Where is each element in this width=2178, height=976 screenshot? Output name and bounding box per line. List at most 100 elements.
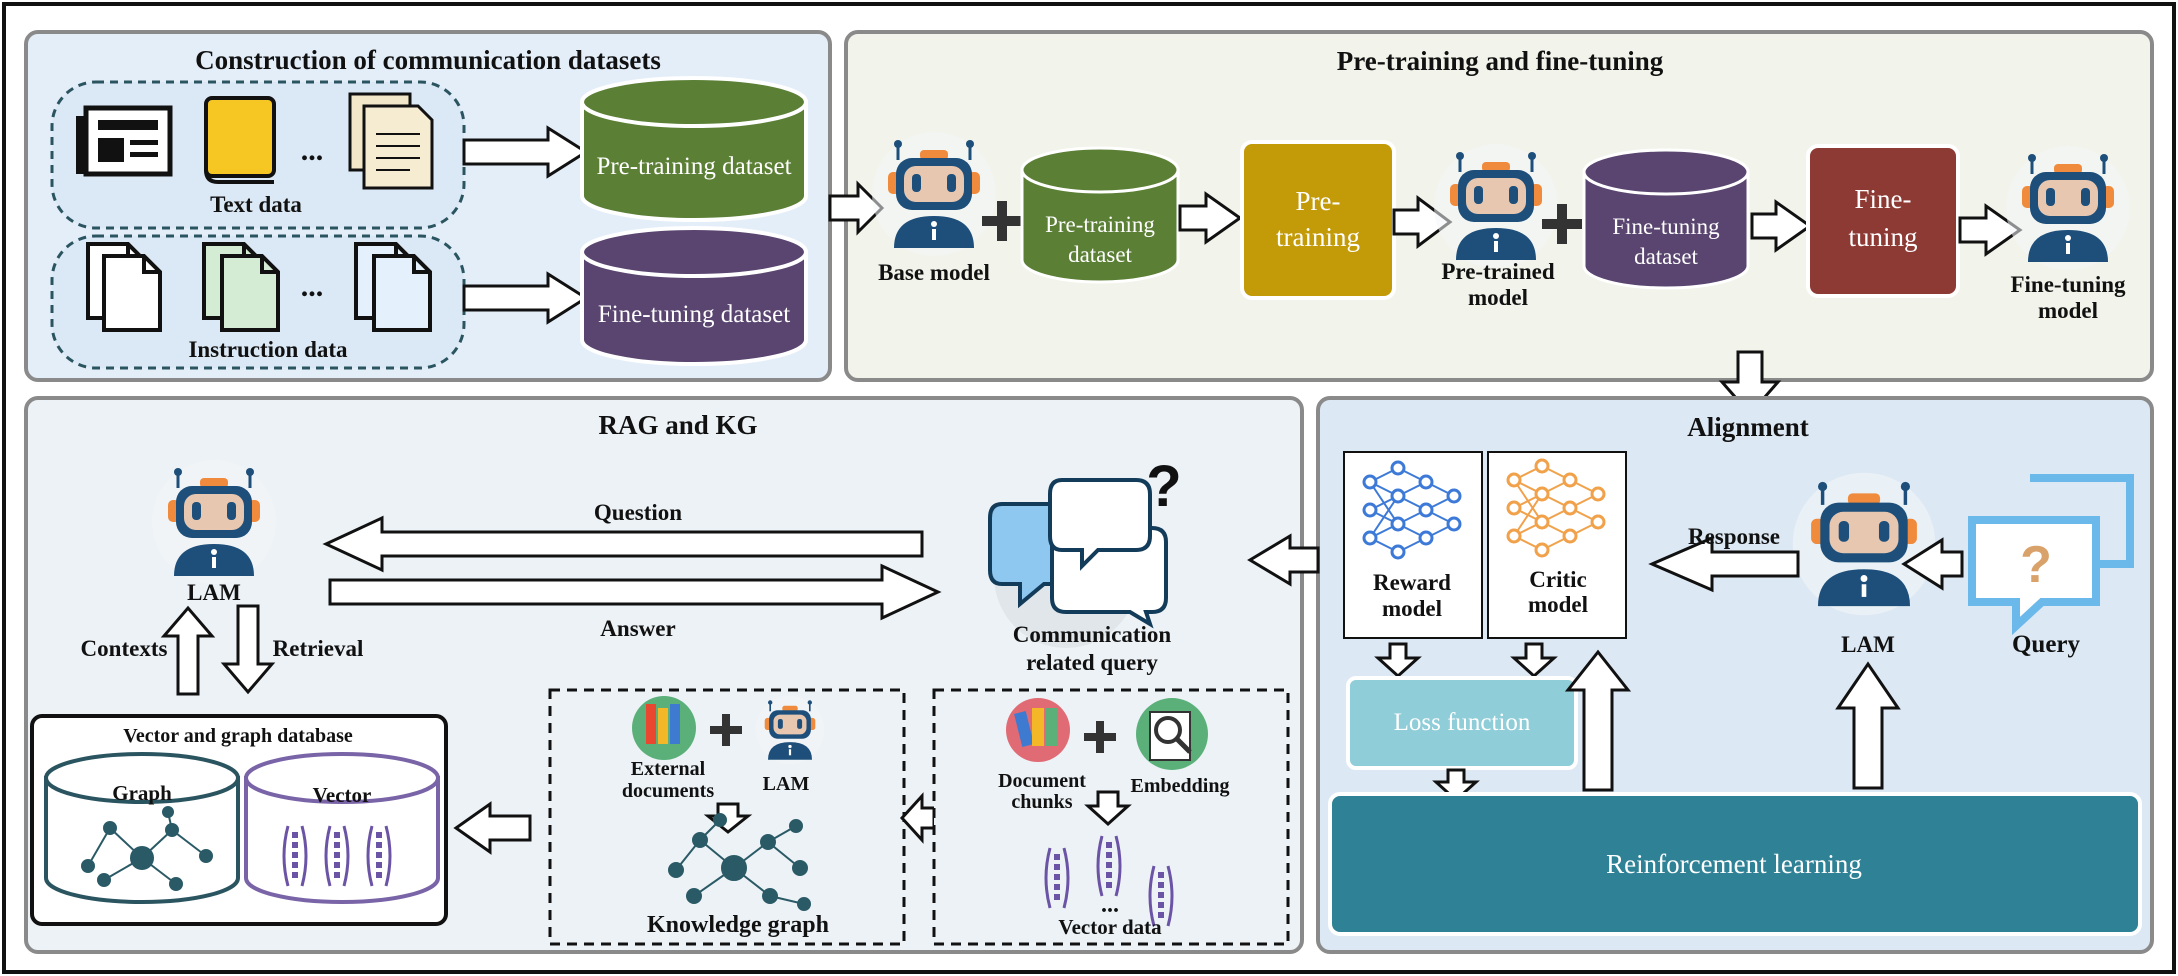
arrow-rl-to-critic [1564,649,1632,792]
answer-arrow [328,563,942,621]
book-icon [204,96,276,184]
graph-network-icon [81,806,213,891]
pretraining-box [1240,140,1396,300]
text-data-label: Text data [210,192,302,217]
finetuning-box-label-2: tuning [1848,222,1917,252]
finetuning-dataset-label: Fine-tuning dataset [598,301,790,328]
finetuning-dataset-cylinder: Fine-tuning dataset [580,226,808,366]
external-documents-label-2: documents [622,780,714,802]
arrow-reward-to-loss [1374,642,1422,679]
arrow-to-database [453,801,532,855]
response-arrow [1648,535,1800,593]
alignment-title: Alignment [1687,412,1809,442]
svg-text:?: ? [1146,454,1181,519]
communication-query-label-2: related query [1026,650,1158,675]
finetuned-model-robot-icon [2004,144,2132,272]
text-document-icon [348,92,434,190]
finetuned-model-label-2: model [2038,298,2098,323]
instruction-ellipsis: ... [301,270,324,303]
embedding-icon [1136,698,1208,770]
chat-bubbles-icon: ? [988,454,1182,648]
svg-text:?: ? [2020,536,2052,594]
rag-lam-robot-icon [150,458,278,586]
construction-title: Construction of communication datasets [195,45,661,75]
arrow-to-finetuning-dataset [462,271,589,325]
external-documents-icon [632,696,696,760]
finetuning-box [1806,144,1960,298]
pretraining-dataset-label-2a: Pre-training [1045,212,1155,237]
finetuning-box-label-1: Fine- [1855,184,1912,214]
vector-data-label: Vector data [1058,915,1162,939]
document-chunks-label-2: chunks [1011,791,1072,813]
newspaper-icon [76,105,173,177]
answer-label: Answer [600,616,675,641]
pretrained-model-label-1: Pre-trained [1441,259,1554,284]
base-model-label: Base model [878,260,990,285]
arrow-to-pretraining-dataset [462,125,589,179]
pretraining-dataset-cylinder-2: Pre-training dataset [1020,146,1180,284]
arrow-into-pretraining [828,180,885,236]
finetuning-dataset-label-2a: Fine-tuning [1612,214,1720,239]
communication-query-label-1: Communication [1013,622,1172,647]
query-bubble-icon: ? [1968,474,2134,636]
reward-model-label-2: model [1382,596,1442,621]
base-model-robot-icon [870,130,998,258]
rag-lam-label: LAM [187,580,241,605]
pretraining-title: Pre-training and fine-tuning [1337,46,1664,76]
arrow-to-vector-data [1084,790,1132,827]
critic-model-label-1: Critic [1529,567,1586,592]
external-documents-label-1: External [631,758,706,780]
pretrained-model-label-2: model [1468,285,1528,310]
reward-model-label-1: Reward [1373,570,1451,595]
alignment-lam-label: LAM [1841,632,1895,657]
database-title: Vector and graph database [123,725,353,747]
vector-cylinder: Vector [244,752,440,904]
kg-lam-label: LAM [763,773,810,795]
document-chunks-icon [1006,698,1070,762]
rag-title: RAG and KG [598,410,757,440]
arrow-alignment-to-rag [1247,533,1320,587]
vector-data-ellipsis: ... [1101,892,1119,918]
pretrained-model-robot-icon [1432,142,1560,270]
graph-cylinder: Graph [44,752,240,904]
arrow-to-finetuned-model [1958,203,2023,257]
critic-model-label-2: model [1528,592,1588,617]
arrow-vector-to-kg [899,792,936,844]
knowledge-graph-icon [668,813,811,911]
kg-lam-robot-icon [755,695,825,765]
plus-icon-4 [1084,721,1116,753]
loss-function-box [1346,676,1578,770]
pretraining-dataset-label: Pre-training dataset [596,153,791,180]
pretraining-box-label-1: Pre- [1296,186,1341,216]
contexts-label: Contexts [81,636,168,661]
retrieval-label: Retrieval [273,636,364,661]
arrow-to-pretrained-model [1392,195,1453,249]
arrow-to-pretraining-box [1178,191,1243,245]
document-chunks-label-1: Document [998,770,1086,792]
arrow-critic-to-loss [1510,642,1558,679]
response-label: Response [1688,524,1780,549]
knowledge-graph-label: Knowledge graph [647,912,829,938]
reinforcement-learning-label: Reinforcement learning [1606,849,1862,879]
question-label: Question [594,500,682,525]
finetuning-dataset-label-2b: dataset [1634,244,1698,269]
vector-label: Vector [313,783,372,807]
question-arrow [322,515,924,573]
finetuning-dataset-cylinder-2: Fine-tuning dataset [1582,148,1750,290]
graph-label: Graph [112,781,172,805]
pretraining-dataset-cylinder: Pre-training dataset [580,76,808,222]
plus-icon-3 [710,714,742,746]
retrieval-arrow [220,604,276,695]
pretraining-box-label-2: training [1276,222,1360,252]
arrow-to-finetuning-box [1750,199,1813,253]
plus-icon-2 [1542,204,1582,244]
reinforcement-learning-box [1328,792,2142,936]
embedding-label: Embedding [1131,775,1230,797]
arrow-loss-to-rl [1432,768,1480,803]
query-label: Query [2012,631,2081,658]
finetuned-model-label-1: Fine-tuning [2010,272,2126,297]
alignment-lam-robot-icon [1790,470,1938,618]
arrow-rl-to-lam [1835,661,1901,790]
